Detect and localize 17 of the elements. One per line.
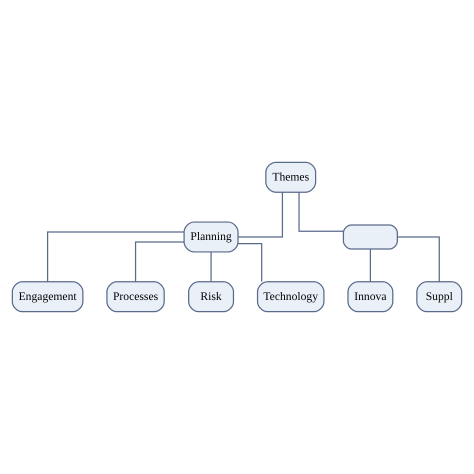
connector (398, 236, 440, 282)
connector (238, 192, 284, 238)
node-box: Processes (106, 281, 165, 312)
connector (134, 241, 184, 282)
node-box: Technology (256, 281, 325, 312)
connector (238, 243, 262, 282)
connector (298, 192, 344, 232)
node-box: Innova (347, 281, 394, 312)
connector (210, 252, 212, 282)
node-box: Themes (265, 162, 316, 193)
node-box: Engagement (12, 281, 84, 312)
node-box (342, 224, 398, 250)
node-box: Risk (188, 281, 234, 312)
node-box: Planning (183, 221, 239, 253)
connector (370, 249, 372, 282)
node-box: Suppl (416, 281, 462, 312)
connector (46, 231, 184, 282)
